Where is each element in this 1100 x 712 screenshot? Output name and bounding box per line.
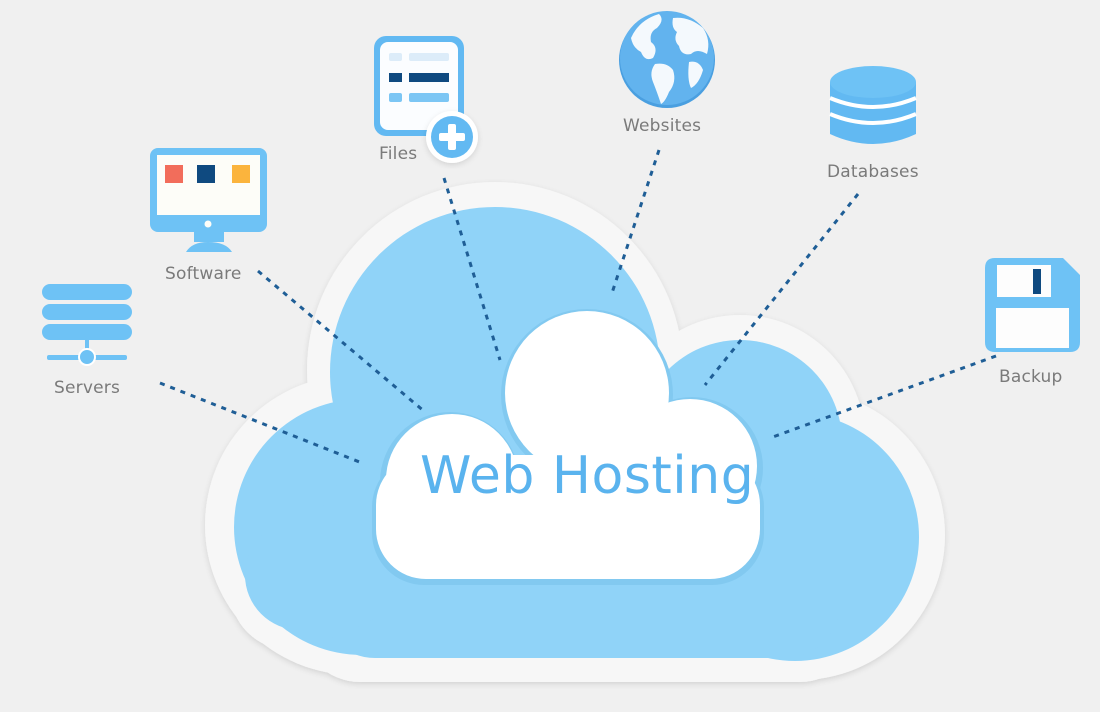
orange-square [232, 165, 250, 183]
node-label-files: Files [379, 144, 418, 164]
monitor-icon [150, 148, 267, 252]
node-label-websites: Websites [623, 116, 702, 136]
connector-lines [159, 149, 997, 465]
red-square [165, 165, 183, 183]
inner-cloud [372, 309, 764, 585]
connector-databases [703, 193, 860, 386]
node-label-software: Software [165, 264, 242, 284]
node-label-databases: Databases [827, 162, 919, 182]
node-label-servers: Servers [54, 378, 121, 398]
floppy-disk-icon [985, 258, 1080, 352]
center-title: Web Hosting [420, 446, 755, 506]
connector-files [442, 177, 502, 361]
connector-backup [769, 354, 997, 440]
connector-servers [159, 381, 363, 465]
file-add-icon [374, 36, 478, 163]
navy-square [197, 165, 215, 183]
database-icon [829, 66, 917, 144]
globe-icon [619, 11, 715, 108]
server-stack-icon [42, 284, 132, 366]
connector-software [257, 269, 426, 414]
node-label-backup: Backup [999, 367, 1063, 387]
connector-websites [609, 149, 661, 297]
